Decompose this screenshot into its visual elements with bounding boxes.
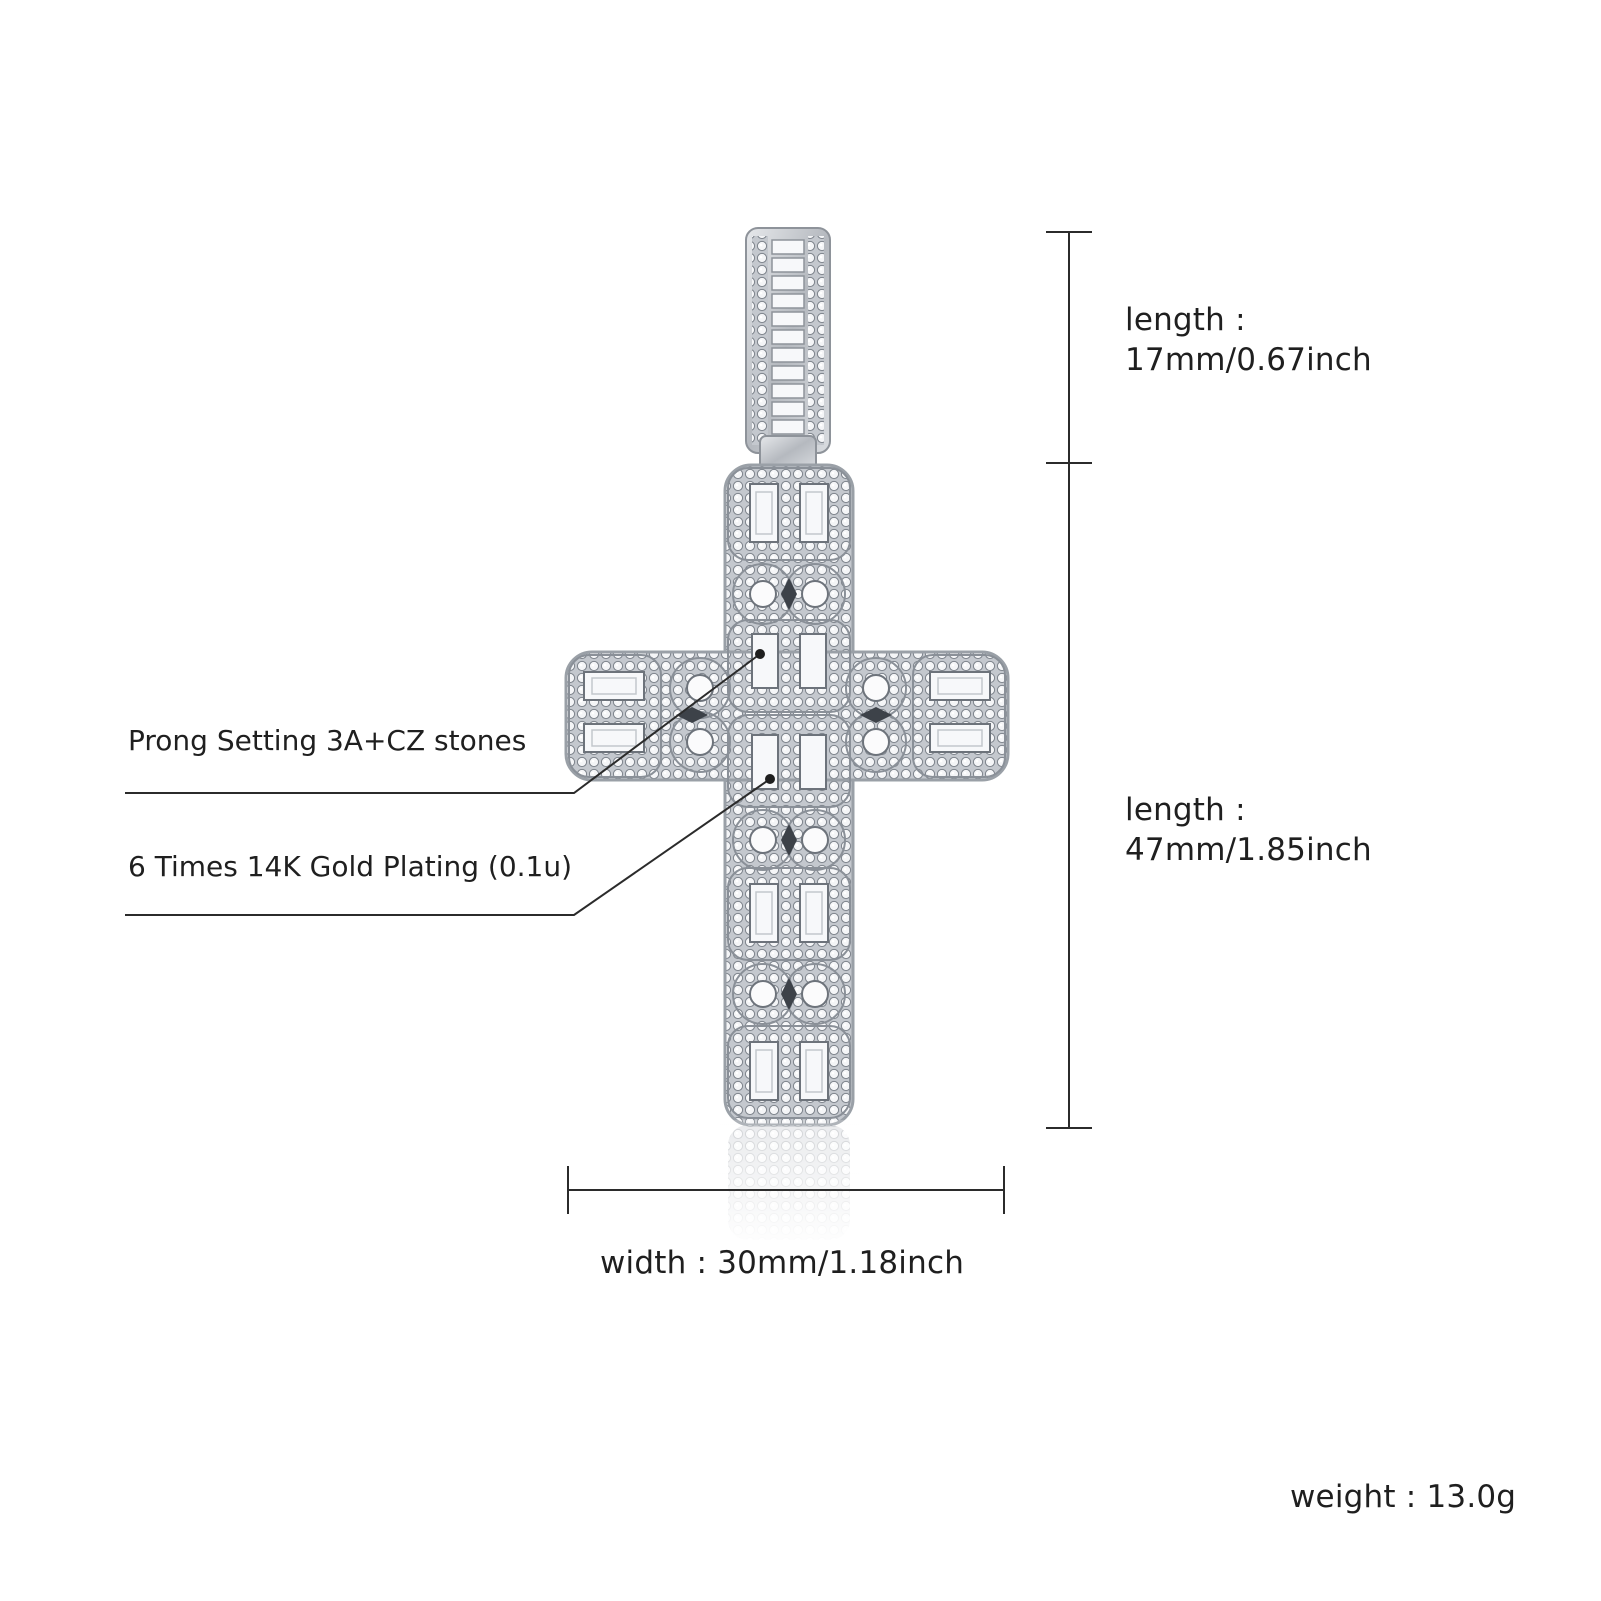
callout-gold-plating: 6 Times 14K Gold Plating (0.1u) bbox=[128, 850, 573, 883]
bail-length-value: 17mm/0.67inch bbox=[1125, 342, 1372, 378]
bail-length-label: length : 17mm/0.67inch bbox=[1125, 300, 1372, 380]
body-length-value: 47mm/1.85inch bbox=[1125, 832, 1372, 868]
callout-leaders bbox=[125, 653, 771, 916]
bail-length-title: length : bbox=[1125, 302, 1246, 338]
bail bbox=[745, 227, 831, 471]
width-label: width : 30mm/1.18inch bbox=[600, 1245, 965, 1281]
height-dimension-marker bbox=[1046, 231, 1092, 1129]
cross-reflection bbox=[720, 1120, 860, 1245]
body-length-title: length : bbox=[1125, 792, 1246, 828]
cross-body bbox=[564, 463, 1010, 1127]
callout-prong-setting: Prong Setting 3A+CZ stones bbox=[128, 724, 527, 757]
width-dimension-marker bbox=[567, 1166, 1005, 1214]
weight-label: weight : 13.0g bbox=[1290, 1479, 1517, 1515]
body-length-label: length : 47mm/1.85inch bbox=[1125, 790, 1372, 870]
